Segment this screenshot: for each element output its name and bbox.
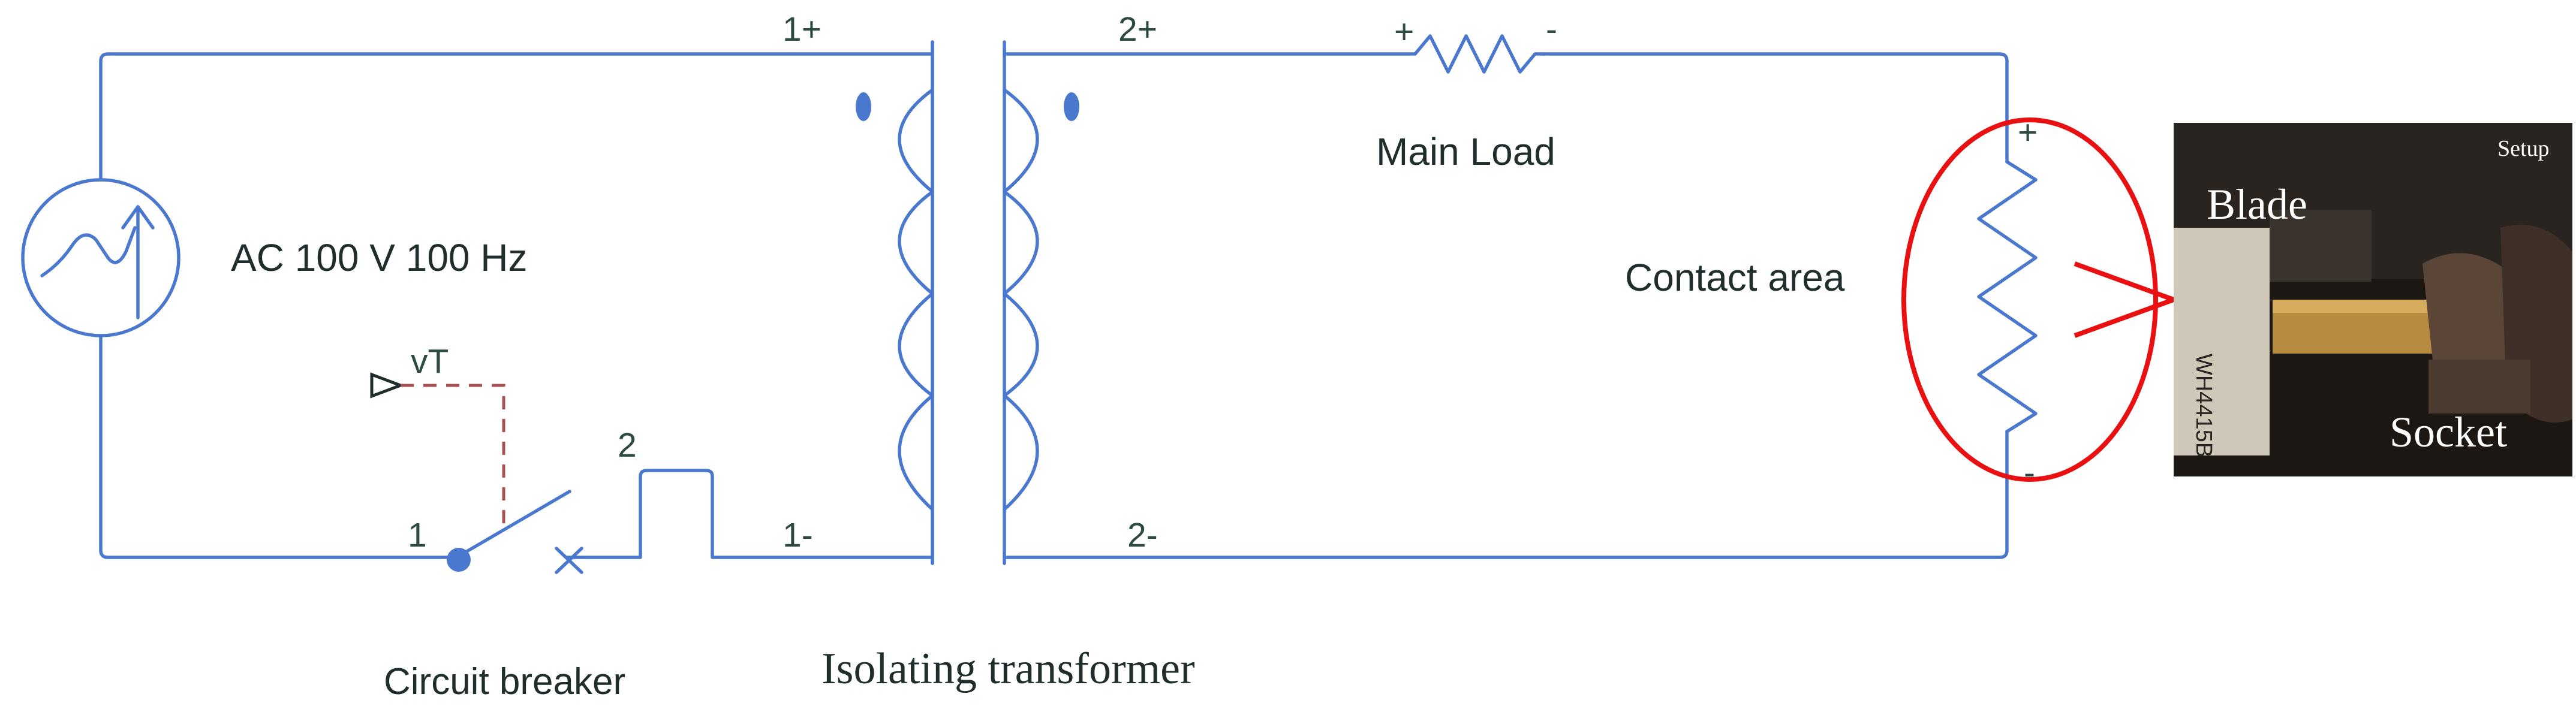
transformer-pin-1minus: 1- [783, 516, 813, 554]
contact-minus: - [2024, 454, 2035, 492]
callout-highlight [1901, 117, 2181, 482]
probe-label: vT [411, 342, 449, 381]
ac-voltage-source-icon [21, 178, 180, 337]
main-load-plus: + [1394, 13, 1414, 51]
main-load-minus: - [1546, 10, 1557, 49]
main-load-label: Main Load [1376, 130, 1555, 173]
secondary-wires [1003, 52, 2009, 559]
primary-wires [99, 40, 934, 565]
breaker-pin-2: 2 [618, 426, 637, 464]
circuit-breaker-symbol [447, 490, 583, 574]
setup-photo: WH4415B [2174, 123, 2572, 476]
transformer-label: Isolating transformer [821, 644, 1195, 693]
contact-resistor [1977, 160, 2038, 433]
photo-blade-label: Blade [2207, 180, 2307, 228]
transformer-pin-1plus: 1+ [783, 10, 821, 49]
breaker-pin-1: 1 [408, 516, 427, 554]
transformer-pin-2minus: 2- [1127, 516, 1158, 554]
contact-label: Contact area [1625, 256, 1845, 299]
source-label: AC 100 V 100 Hz [231, 236, 528, 279]
photo-setup-label: Setup [2497, 136, 2550, 161]
voltage-probe [370, 372, 505, 527]
transformer-pin-2plus: 2+ [1118, 10, 1157, 49]
main-load-resistor [1413, 34, 1546, 74]
photo-socket-label: Socket [2390, 408, 2507, 456]
part-marking: WH4415B [2191, 354, 2216, 457]
breaker-label: Circuit breaker [384, 661, 625, 702]
transformer-symbol [856, 40, 1079, 565]
